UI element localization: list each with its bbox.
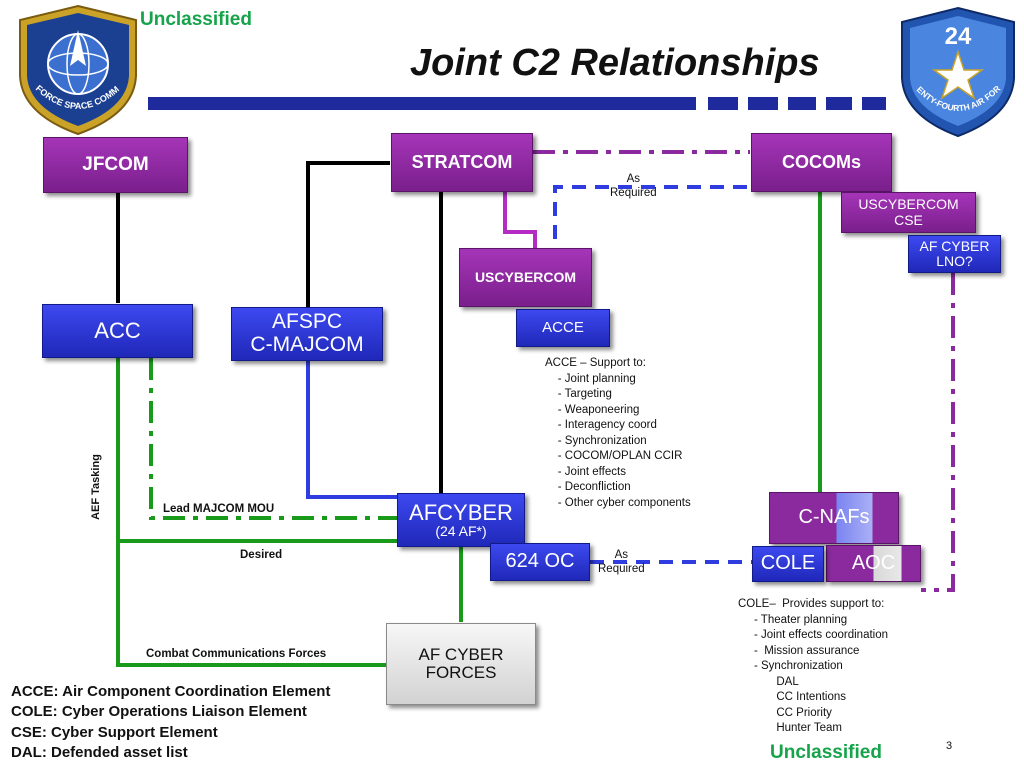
- c-nafs-box: C-NAFs: [769, 492, 899, 544]
- acce-support-list: ACCE – Support to: - Joint planning - Ta…: [545, 357, 691, 509]
- afspc-logo: AIR FORCE SPACE COMMAND: [12, 2, 137, 136]
- cocoms-label: COCOMs: [781, 151, 861, 172]
- stratcom-box: STRATCOM: [391, 133, 533, 192]
- legend-acce: ACCE: Air Component Coordination Element: [11, 683, 331, 700]
- aoc-label: AOC: [851, 551, 896, 574]
- afcyber-box: AFCYBER (24 AF*): [397, 493, 525, 547]
- af-cyber-forces-box: AF CYBER FORCES: [386, 623, 536, 705]
- afcyber-label-2: (24 AF*): [435, 523, 487, 540]
- af-cyber-lno-label-1: AF CYBER: [919, 237, 990, 254]
- acce-box: ACCE: [516, 309, 610, 347]
- uscybercom-cse-box: USCYBERCOM CSE: [841, 192, 976, 233]
- jfcom-label: JFCOM: [82, 153, 149, 175]
- afspc-label-2: C-MAJCOM: [250, 333, 364, 356]
- legend-cole: COLE: Cyber Operations Liaison Element: [11, 703, 307, 721]
- c-nafs-label: C-NAFs: [798, 506, 870, 529]
- cole-support-list: COLE– Provides support to: - Theater pla…: [738, 598, 889, 735]
- 24af-logo: 24 TWENTY-FOURTH AIR FORCE: [896, 4, 1015, 138]
- afspc-label-1: AFSPC: [271, 310, 342, 334]
- jfcom-box: JFCOM: [43, 137, 188, 193]
- afspc-box: AFSPC C-MAJCOM: [231, 307, 383, 361]
- uscybercom-cse-label-1: USCYBERCOM: [858, 196, 959, 213]
- combat-comm-label: Combat Communications Forces: [146, 648, 327, 660]
- legend-dal: DAL: Defended asset list: [11, 743, 188, 761]
- af-cyber-lno-label-2: LNO?: [936, 253, 973, 269]
- acronym-legend: ACCE: Air Component Coordination Element…: [11, 682, 330, 763]
- 24af-number: 24: [945, 23, 972, 50]
- afcyber-label-1: AFCYBER: [409, 499, 513, 525]
- uscybercom-label: USCYBERCOM: [474, 268, 577, 285]
- af-cyber-lno-box: AF CYBER LNO?: [908, 235, 1001, 273]
- page-number: 3: [946, 740, 953, 752]
- acce-label: ACCE: [542, 318, 584, 336]
- as-required-top-label: As Required: [610, 173, 657, 199]
- acc-box: ACC: [42, 304, 193, 358]
- 624-oc-box: 624 OC: [490, 543, 590, 581]
- classification-header: Unclassified: [140, 9, 252, 30]
- acc-label: ACC: [94, 318, 141, 344]
- cole-label: COLE: [760, 552, 816, 575]
- cocoms-box: COCOMs: [751, 133, 892, 192]
- lead-majcom-mou-label: Lead MAJCOM MOU: [163, 503, 275, 515]
- af-cyber-forces-label-2: FORCES: [425, 663, 497, 682]
- uscybercom-box: USCYBERCOM: [459, 248, 592, 307]
- af-cyber-forces-label-1: AF CYBER: [418, 644, 504, 664]
- uscybercom-cse-label-2: CSE: [894, 211, 923, 228]
- legend-cse: CSE: Cyber Support Element: [11, 723, 218, 741]
- desired-label: Desired: [240, 549, 283, 561]
- as-required-bottom-label: As Required: [598, 549, 645, 575]
- cole-box: COLE: [752, 546, 824, 582]
- aef-tasking-label: AEF Tasking: [90, 454, 102, 520]
- page-title: Joint C2 Relationships: [410, 42, 820, 84]
- aoc-box: AOC: [826, 545, 921, 582]
- stratcom-label: STRATCOM: [411, 151, 513, 172]
- classification-footer: Unclassified: [770, 742, 882, 763]
- 624-oc-label: 624 OC: [505, 550, 575, 573]
